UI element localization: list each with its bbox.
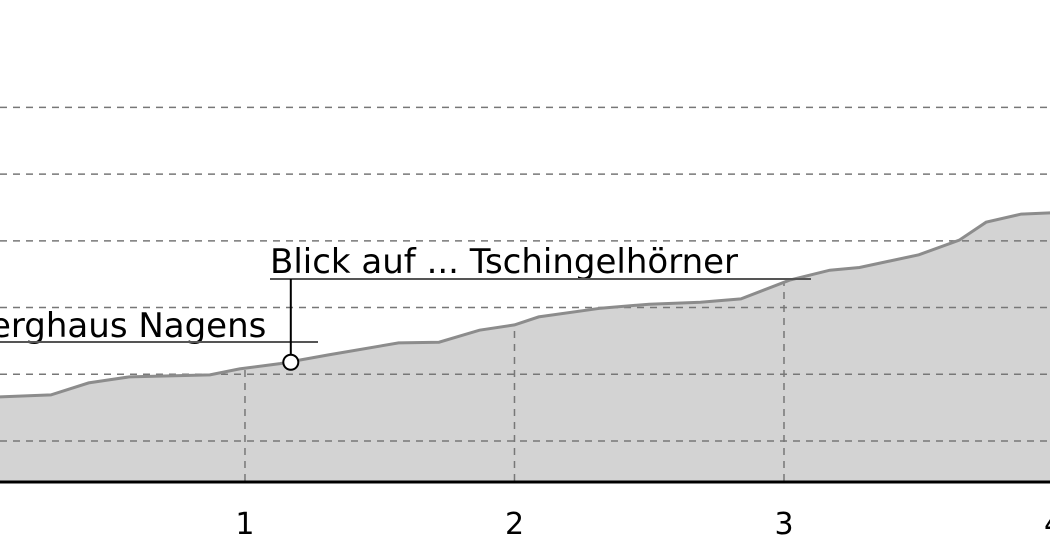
- elevation-area: [0, 212, 1050, 481]
- annotation-label: erghaus Nagens: [0, 306, 266, 346]
- horizontal-grid-over-area: [0, 106, 1050, 442]
- x-tick-label: 4: [1044, 507, 1050, 542]
- x-tick-label: 3: [774, 507, 793, 542]
- annotation-label: Blick auf ... Tschingelhörner: [270, 242, 738, 282]
- x-tick-label: 2: [505, 507, 524, 542]
- annotation-blick-tschingelhoerner[interactable]: Blick auf ... Tschingelhörner: [270, 242, 811, 371]
- annotation-berghaus-nagens[interactable]: erghaus Nagens: [0, 306, 318, 346]
- vertical-grid: [244, 282, 785, 481]
- elevation-line: [0, 211, 1050, 399]
- x-tick-labels: 1 2 3 4: [235, 507, 1050, 542]
- x-tick-label: 1: [235, 507, 254, 542]
- waypoint-marker[interactable]: [282, 353, 300, 371]
